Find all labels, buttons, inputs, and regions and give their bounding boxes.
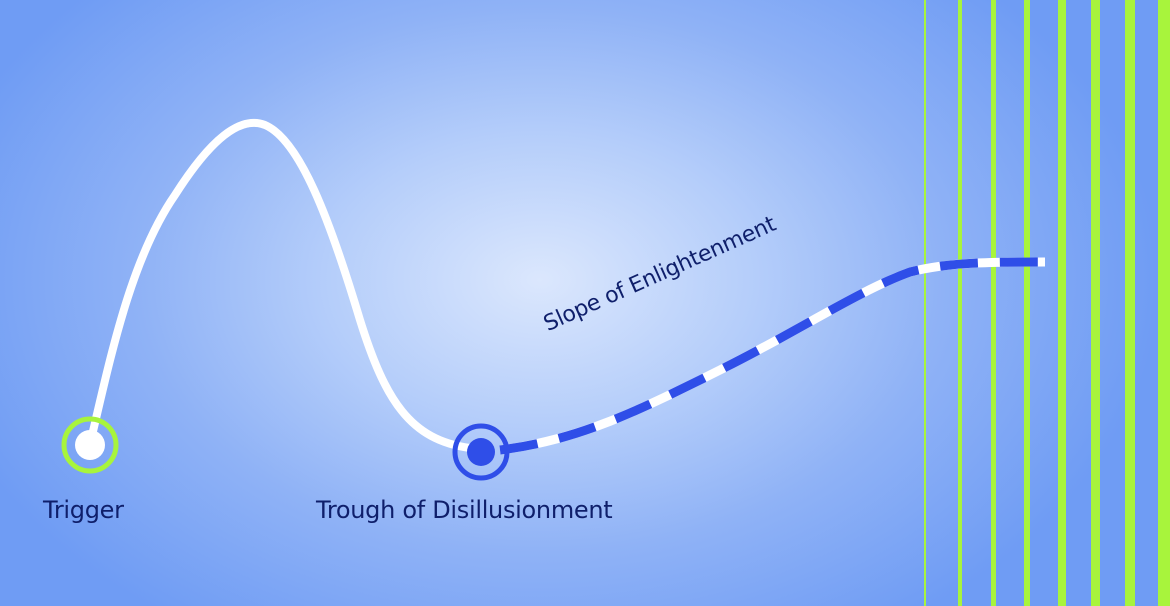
stripe — [1158, 0, 1170, 606]
stripe — [924, 0, 926, 606]
stripe — [1024, 0, 1030, 606]
trough-label: Trough of Disillusionment — [316, 496, 613, 524]
stripe — [991, 0, 996, 606]
stripe — [1058, 0, 1066, 606]
green-stripes — [924, 0, 1170, 606]
trigger-marker-icon — [61, 416, 119, 474]
slope-curve-dashed — [499, 257, 1046, 455]
hype-curve-solid — [86, 118, 474, 452]
slope-curve-white-base — [499, 257, 1046, 455]
stripe — [1125, 0, 1135, 606]
trigger-label: Trigger — [43, 496, 124, 524]
trough-marker-icon — [452, 423, 510, 481]
stripe — [958, 0, 962, 606]
stripe — [1091, 0, 1100, 606]
